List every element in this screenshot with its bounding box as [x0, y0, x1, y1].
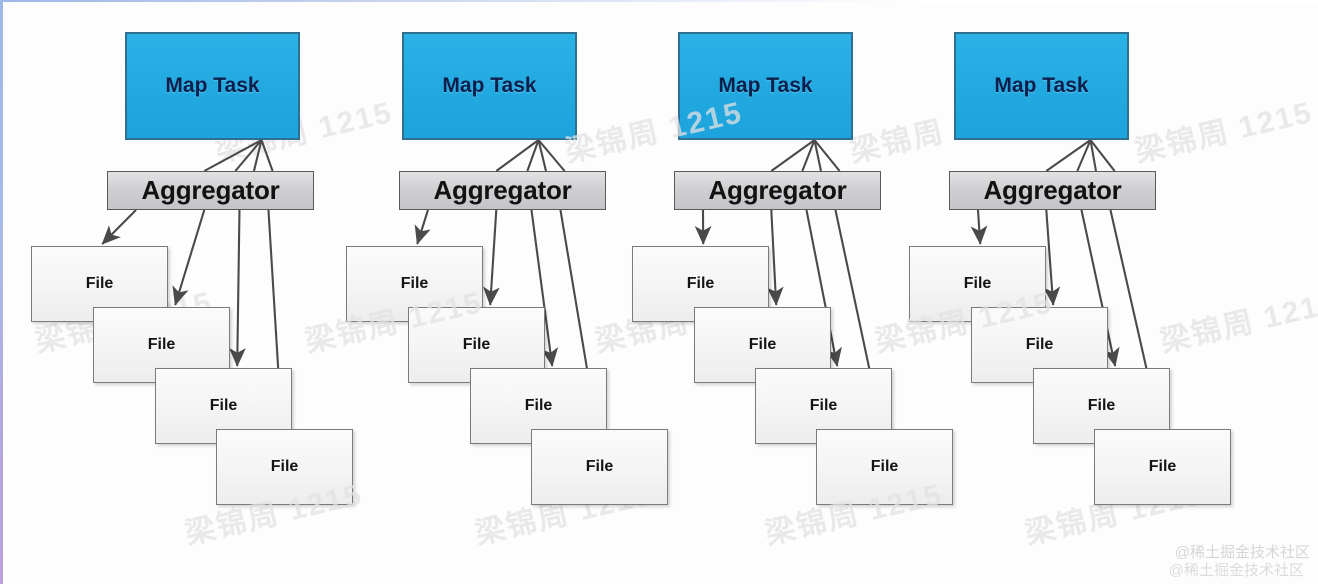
file-node-label: File	[85, 275, 114, 292]
connector-line	[526, 139, 540, 172]
connector-arrow	[229, 209, 246, 367]
aggregator-node[interactable]: Aggregator	[674, 171, 881, 210]
connector-line	[1076, 139, 1092, 172]
watermark: 梁锦周 1215	[1157, 286, 1318, 359]
map-task-node-label: Map Task	[165, 74, 260, 97]
map-task-node[interactable]: Map Task	[402, 32, 577, 140]
aggregator-node-label: Aggregator	[708, 175, 847, 205]
connector-line	[1089, 139, 1098, 172]
file-node[interactable]: File	[216, 429, 353, 505]
aggregator-node[interactable]: Aggregator	[107, 171, 314, 210]
file-node[interactable]: File	[816, 429, 953, 505]
file-node-label: File	[686, 275, 715, 292]
map-task-node-label: Map Task	[442, 74, 537, 97]
connector-arrow	[482, 209, 500, 306]
file-node-label: File	[147, 336, 176, 353]
file-node-label: File	[748, 336, 777, 353]
connector-line	[813, 139, 841, 172]
map-task-node-label: Map Task	[718, 74, 813, 97]
connector-line	[495, 139, 540, 172]
connector-line	[813, 139, 822, 172]
file-node[interactable]: File	[531, 429, 668, 505]
aggregator-node-label: Aggregator	[983, 175, 1122, 205]
aggregator-node-label: Aggregator	[433, 175, 572, 205]
aggregator-node-label: Aggregator	[141, 175, 280, 205]
file-node-label: File	[585, 458, 614, 475]
map-task-node[interactable]: Map Task	[125, 32, 300, 140]
connector-line	[537, 139, 566, 172]
map-task-node[interactable]: Map Task	[954, 32, 1129, 140]
file-node-label: File	[400, 275, 429, 292]
connector-line	[1045, 139, 1092, 172]
connector-line	[770, 139, 816, 172]
map-task-node-label: Map Task	[994, 74, 1089, 97]
aggregator-node[interactable]: Aggregator	[399, 171, 606, 210]
file-node-label: File	[1025, 336, 1054, 353]
connector-arrow	[970, 209, 988, 245]
watermark: 梁锦周 1215	[562, 96, 746, 169]
file-node-label: File	[270, 458, 299, 475]
credit-line-1: @稀土掘金技术社区	[1174, 544, 1310, 561]
file-node-label: File	[1087, 397, 1116, 414]
file-node-label: File	[524, 397, 553, 414]
aggregator-node[interactable]: Aggregator	[949, 171, 1156, 210]
connector-line	[801, 139, 816, 172]
file-node-label: File	[462, 336, 491, 353]
file-node-label: File	[963, 275, 992, 292]
connector-line	[537, 139, 547, 172]
connector-arrow	[101, 209, 137, 245]
map-task-node[interactable]: Map Task	[678, 32, 853, 140]
file-node-label: File	[870, 458, 899, 475]
connector-line	[1089, 139, 1116, 172]
file-node-label: File	[809, 397, 838, 414]
file-node[interactable]: File	[1094, 429, 1231, 505]
top-edge-accent	[0, 0, 1318, 2]
credit-line-2: @稀土掘金技术社区	[1168, 562, 1304, 579]
left-edge-accent	[0, 0, 3, 584]
watermark: 梁锦周 1215	[1132, 96, 1316, 169]
connector-arrow	[766, 209, 784, 306]
file-node-label: File	[1148, 458, 1177, 475]
file-node-label: File	[209, 397, 238, 414]
connector-arrow	[414, 209, 431, 245]
